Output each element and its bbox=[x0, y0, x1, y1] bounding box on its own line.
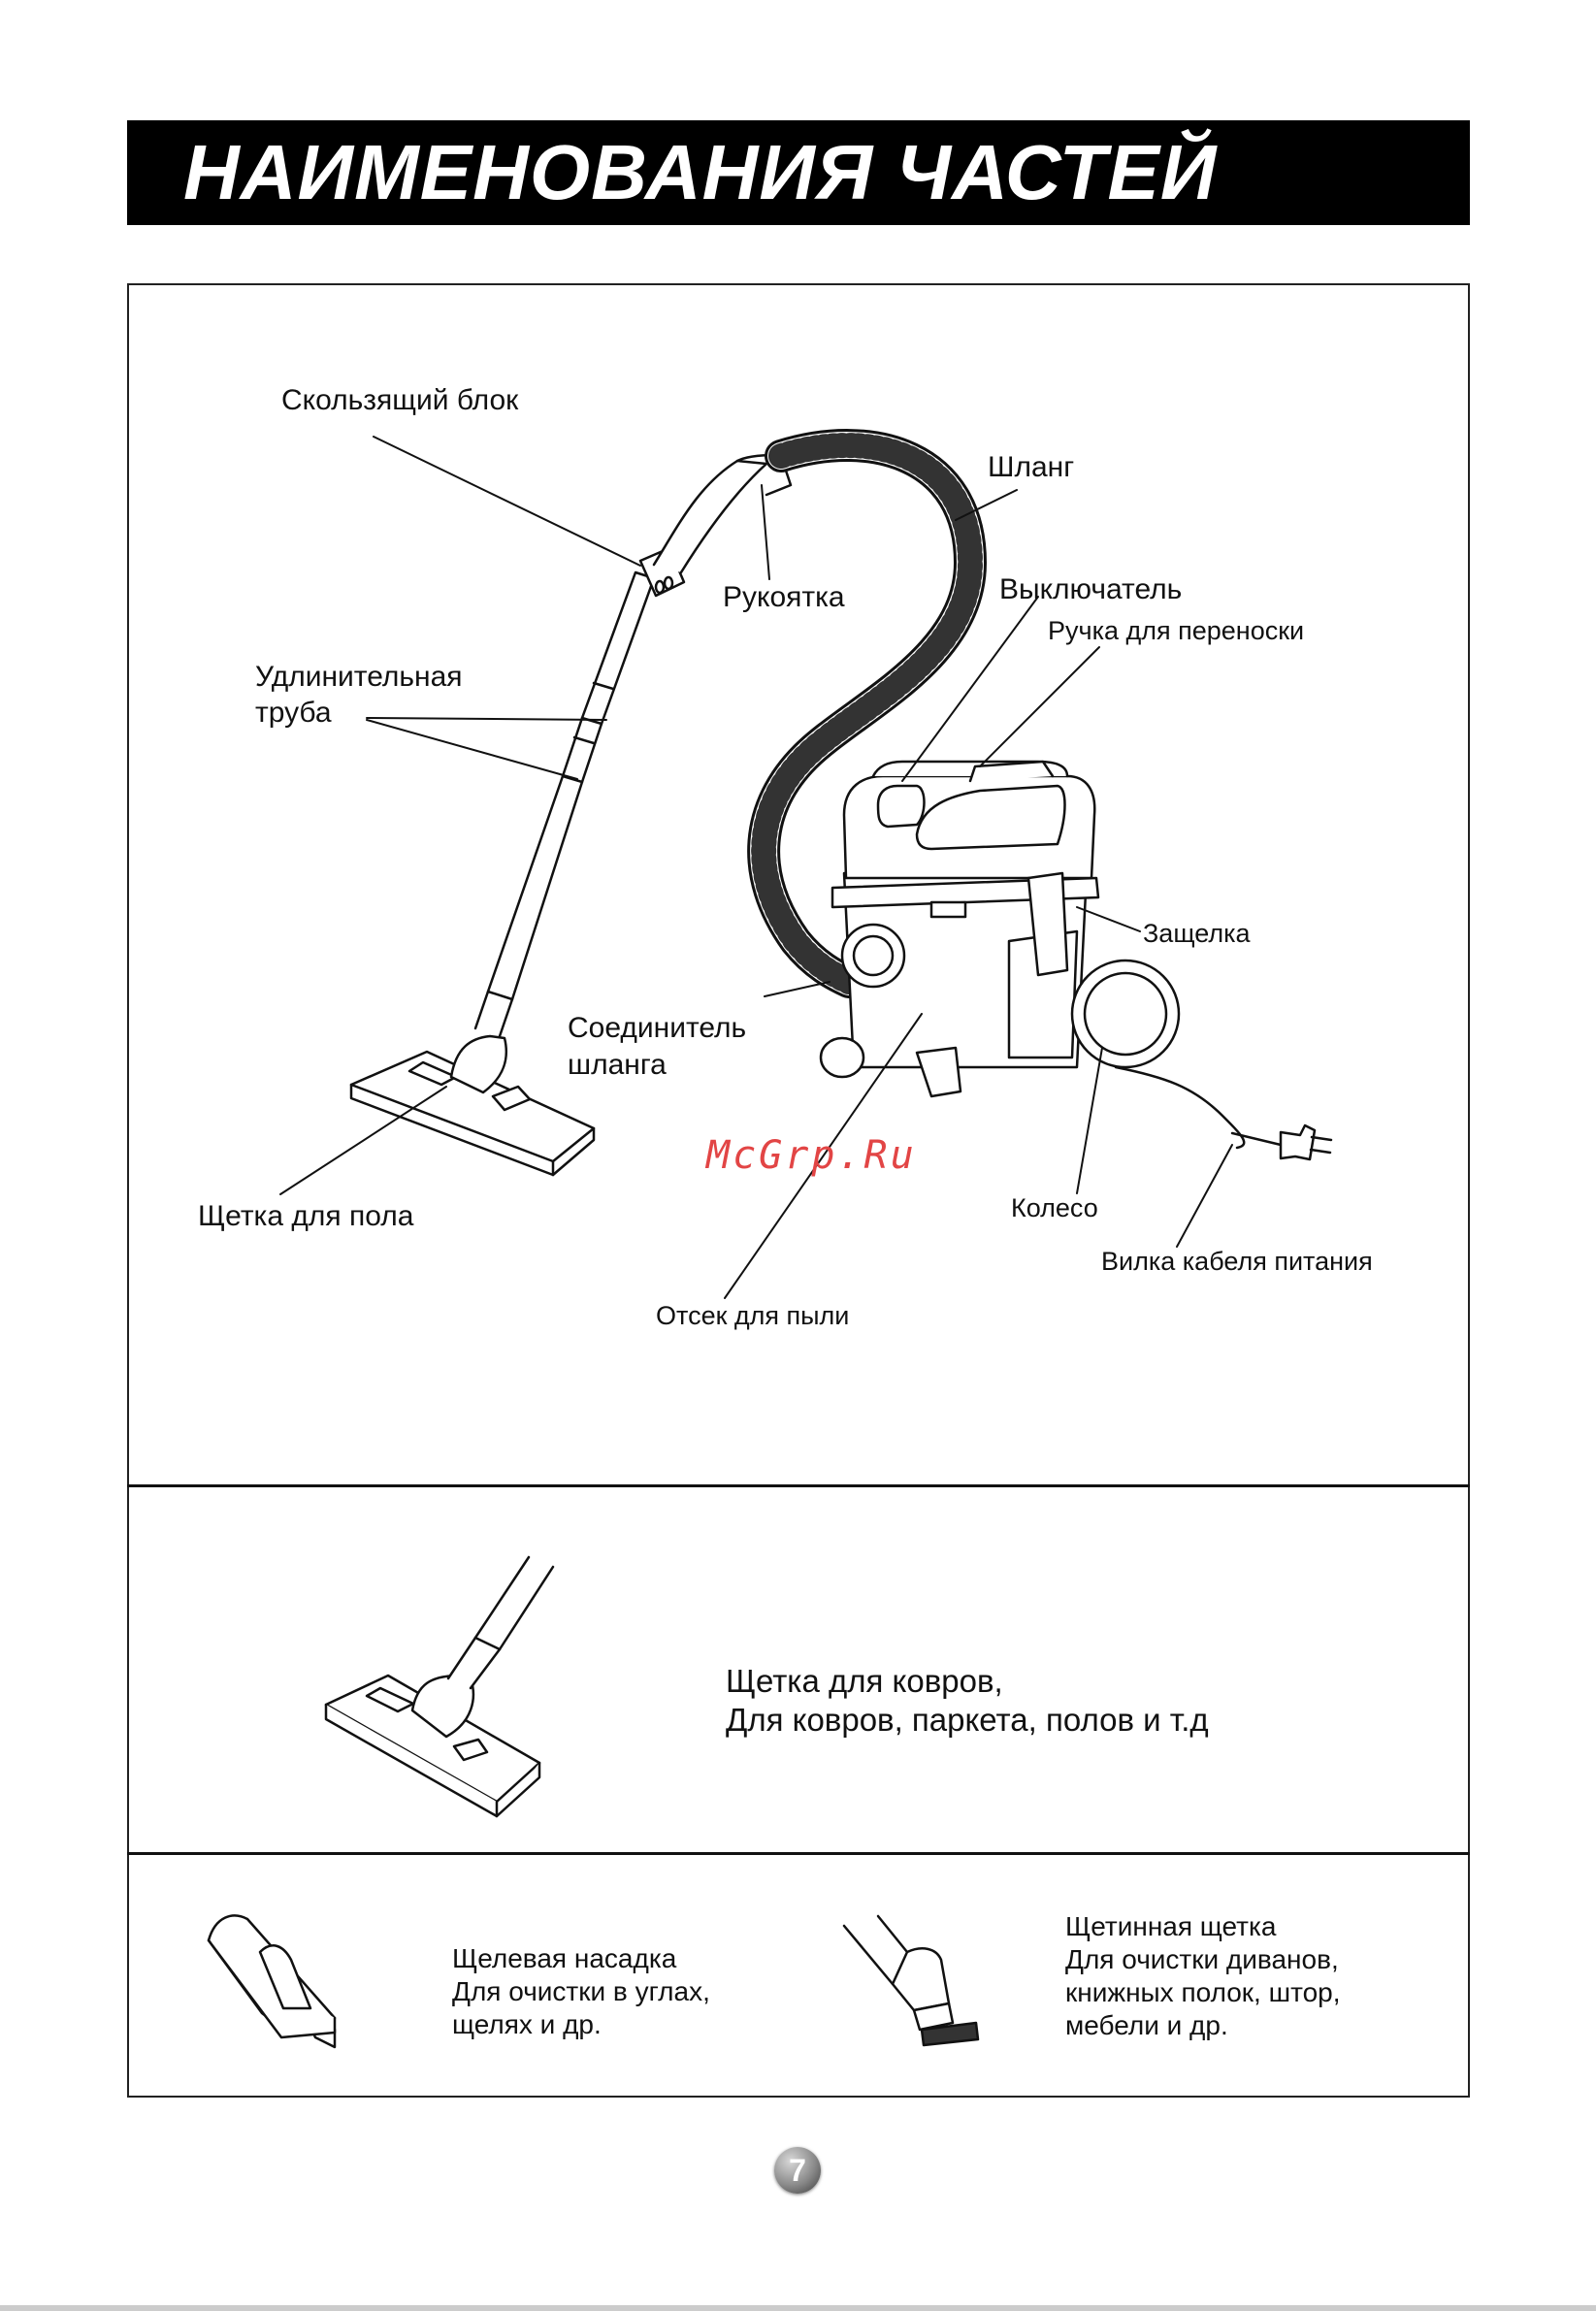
label-hose-connector-line2: шланга bbox=[568, 1049, 667, 1081]
label-extension-tube-line1: Удлинительная bbox=[255, 661, 463, 693]
label-latch: Защелка bbox=[1143, 919, 1251, 948]
label-hose: Шланг bbox=[988, 451, 1075, 483]
label-handle: Рукоятка bbox=[723, 581, 845, 613]
label-wheel: Колесо bbox=[1011, 1193, 1098, 1222]
label-power-plug: Вилка кабеля питания bbox=[1101, 1247, 1373, 1276]
crevice-nozzle-text-2: щелях и др. bbox=[452, 2009, 602, 2039]
bottom-strip bbox=[0, 2305, 1596, 2311]
bristle-brush-text-3: мебели и др. bbox=[1065, 2010, 1228, 2040]
bristle-brush-drawing bbox=[842, 1914, 980, 2047]
bristle-brush-text-2: книжных полок, штор, bbox=[1065, 1977, 1341, 2007]
leader-lines bbox=[279, 436, 1233, 1299]
crevice-nozzle-description: Щелевая насадка Для очистки в углах, щел… bbox=[452, 1942, 710, 2041]
label-floor-brush: Щетка для пола bbox=[198, 1200, 414, 1232]
label-switch: Выключатель bbox=[999, 573, 1183, 605]
bristle-brush-text-1: Для очистки диванов, bbox=[1065, 1944, 1339, 1974]
vacuum-body-drawing bbox=[819, 760, 1181, 1098]
crevice-nozzle-title: Щелевая насадка bbox=[452, 1943, 677, 1973]
label-dust-compartment: Отсек для пыли bbox=[656, 1301, 850, 1330]
carpet-brush-drawing bbox=[324, 1555, 555, 1818]
page-number: 7 bbox=[774, 2147, 821, 2194]
hose-drawing bbox=[747, 429, 987, 998]
section-divider bbox=[127, 1484, 1470, 1487]
title-bar: НАИМЕНОВАНИЯ ЧАСТЕЙ bbox=[127, 120, 1470, 225]
floor-brush-drawing bbox=[349, 990, 596, 1177]
bristle-brush-title: Щетинная щетка bbox=[1065, 1911, 1277, 1941]
carpet-brush-title: Щетка для ковров, bbox=[726, 1663, 1003, 1699]
crevice-nozzle-drawing bbox=[207, 1914, 337, 2049]
label-sliding-block: Скользящий блок bbox=[281, 384, 519, 416]
carpet-brush-description: Щетка для ковров, Для ковров, паркета, п… bbox=[726, 1662, 1209, 1740]
label-extension-tube-line2: труба bbox=[255, 697, 332, 729]
bristle-brush-description: Щетинная щетка Для очистки диванов, книж… bbox=[1065, 1910, 1341, 2042]
section-divider bbox=[127, 1852, 1470, 1855]
carpet-brush-text: Для ковров, паркета, полов и т.д bbox=[726, 1702, 1209, 1738]
crevice-nozzle-text-1: Для очистки в углах, bbox=[452, 1976, 710, 2006]
diagram-frame bbox=[127, 283, 1470, 2098]
extension-tube-drawing bbox=[486, 570, 656, 1001]
page-title: НАИМЕНОВАНИЯ ЧАСТЕЙ bbox=[183, 129, 1218, 215]
watermark: McGrp.Ru bbox=[706, 1133, 917, 1178]
label-hose-connector-line1: Соединитель bbox=[568, 1012, 747, 1044]
label-carry-handle: Ручка для переноски bbox=[1048, 616, 1305, 645]
power-cord-drawing bbox=[1114, 1065, 1333, 1161]
